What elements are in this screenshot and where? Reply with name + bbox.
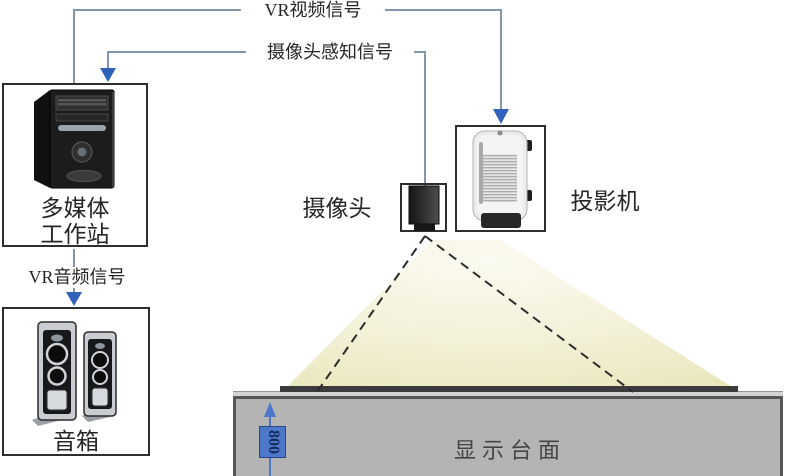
- arrow-down-workstation-icon: [100, 68, 116, 82]
- vr-video-signal-label: VR视频信号: [241, 0, 385, 21]
- speakers-label: 音箱: [53, 429, 99, 454]
- computer-tower-image: [34, 89, 115, 189]
- projector-box: [455, 125, 546, 232]
- table-height-dimension: 800: [259, 426, 286, 458]
- projector-image: [472, 130, 532, 228]
- camera-sense-signal-label: 摄像头感知信号: [246, 42, 414, 63]
- camera-label: 摄像头: [302, 196, 372, 221]
- workstation-label: 多媒体 工作站: [2, 196, 148, 248]
- camera-sense-signal-line: [107, 51, 426, 188]
- workstation-label-line2: 工作站: [40, 222, 110, 247]
- dimension-arrow-up-icon: [264, 402, 276, 417]
- vr-audio-signal-label: VR音频信号: [8, 267, 146, 288]
- arrow-down-speakers-icon: [66, 292, 82, 306]
- projection-screen-strip: [280, 386, 738, 392]
- workstation-box: [2, 83, 148, 247]
- speakers-box: [2, 307, 150, 456]
- table-height-value: 800: [264, 430, 282, 454]
- projector-label: 投影机: [570, 189, 640, 214]
- fov-dashed-line-left: [316, 235, 426, 393]
- fov-dashed-line-right: [424, 235, 634, 393]
- stereo-speakers-image: [32, 321, 117, 426]
- arrow-down-projector-icon: [493, 109, 509, 124]
- table-label: 显示台面: [453, 438, 566, 463]
- light-cone: [284, 240, 737, 390]
- webcam-image: [408, 185, 440, 231]
- table-body: [233, 396, 783, 476]
- workstation-label-line1: 多媒体: [40, 196, 110, 221]
